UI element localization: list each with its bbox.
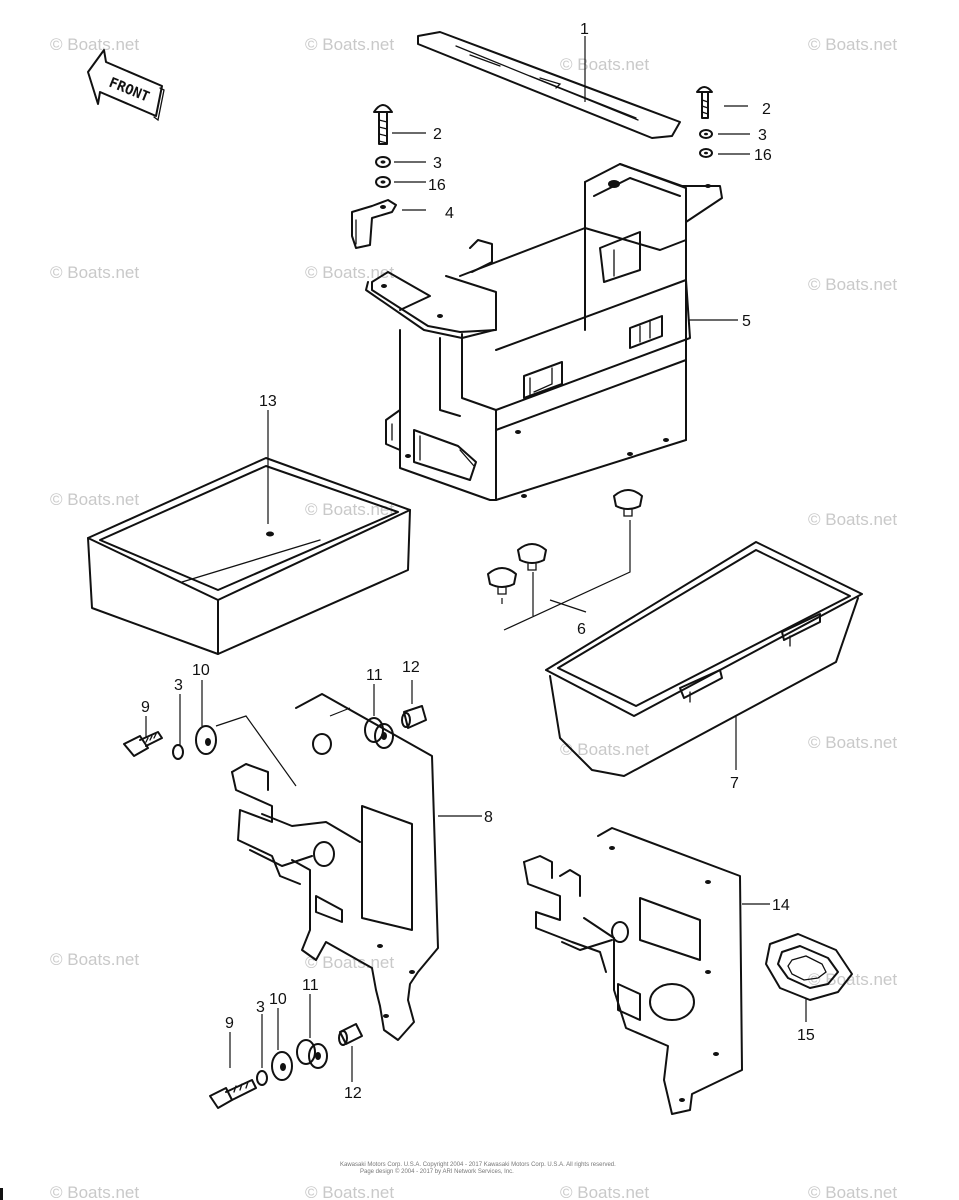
callout-3: 3: [256, 999, 265, 1016]
callout-7: 7: [730, 775, 739, 792]
collar-12-upper: [401, 705, 427, 729]
washer-3-right: [699, 129, 713, 139]
part-1-strap: [417, 31, 681, 139]
callout-3: 3: [758, 127, 767, 144]
washer-3-upper: [172, 744, 184, 760]
washer-10-upper: [195, 725, 217, 755]
collar-12-lower: [338, 1023, 363, 1046]
part-5-battery-case: [365, 163, 723, 501]
watermark: © Boats.net: [808, 1183, 897, 1200]
grommet-11-lower: [296, 1039, 328, 1069]
callout-16: 16: [754, 147, 772, 164]
watermark: © Boats.net: [305, 1183, 394, 1200]
callout-8: 8: [484, 809, 493, 826]
callout-11: 11: [366, 667, 383, 684]
callout-16: 16: [428, 177, 446, 194]
callout-14: 14: [772, 897, 790, 914]
watermark: © Boats.net: [50, 950, 139, 969]
watermark-layer: © Boats.net © Boats.net © Boats.net © Bo…: [50, 35, 897, 1200]
callout-9: 9: [225, 1015, 234, 1032]
callout-13: 13: [259, 393, 277, 410]
part-6-caps: [487, 489, 643, 631]
callout-3: 3: [174, 677, 183, 694]
copyright-footer: Kawasaki Motors Corp. U.S.A. Copyright 2…: [340, 1162, 616, 1175]
watermark: © Boats.net: [50, 35, 139, 54]
callout-11: 11: [302, 977, 319, 994]
watermark: © Boats.net: [808, 510, 897, 529]
callout-5: 5: [742, 313, 751, 330]
washer-3-left: [375, 156, 391, 168]
callout-numbers: 1 2 3 16 2 3 16 4 5 13 6 7 8 9 3 10 11 1…: [141, 21, 815, 1102]
callout-2: 2: [762, 101, 771, 118]
bolt-2-right: [696, 86, 713, 119]
washer-16-left: [375, 176, 391, 188]
watermark: © Boats.net: [50, 1183, 139, 1200]
watermark: © Boats.net: [808, 35, 897, 54]
front-arrow-icon: FRONT: [87, 49, 165, 122]
watermark: © Boats.net: [305, 35, 394, 54]
part-7-tray: [545, 541, 863, 777]
washer-10-lower: [271, 1051, 293, 1081]
callout-leaders: [145, 36, 807, 1082]
grommet-11-upper: [364, 717, 394, 749]
footer-line-1: Kawasaki Motors Corp. U.S.A. Copyright 2…: [340, 1162, 616, 1168]
watermark: © Boats.net: [305, 263, 394, 282]
watermark: © Boats.net: [808, 970, 897, 989]
bolt-9-upper: [123, 731, 163, 757]
callout-2: 2: [433, 126, 442, 143]
callout-3: 3: [433, 155, 442, 172]
callout-10: 10: [192, 662, 210, 679]
callout-9: 9: [141, 699, 150, 716]
part-14-plate: [523, 827, 743, 1115]
callout-4: 4: [445, 205, 454, 222]
washer-3-lower: [256, 1070, 268, 1086]
washer-16-right: [699, 148, 713, 158]
watermark: © Boats.net: [50, 263, 139, 282]
watermark: © Boats.net: [808, 733, 897, 752]
callout-10: 10: [269, 991, 287, 1008]
callout-12: 12: [344, 1085, 362, 1102]
callout-1: 1: [580, 21, 589, 38]
leader-line: [215, 715, 297, 787]
callout-15: 15: [797, 1027, 815, 1044]
edge-mark: [0, 1188, 3, 1200]
part-13-tray: [87, 457, 411, 655]
part-8-plate: [231, 693, 439, 1041]
watermark: © Boats.net: [560, 55, 649, 74]
watermark: © Boats.net: [50, 490, 139, 509]
watermark: © Boats.net: [560, 1183, 649, 1200]
part-4-bracket: [351, 199, 397, 249]
callout-12: 12: [402, 659, 420, 676]
bolt-9-lower: [209, 1079, 257, 1109]
footer-line-2: Page design © 2004 - 2017 by ARI Network…: [360, 1168, 514, 1175]
part-15-grommet: [765, 933, 853, 1001]
callout-6: 6: [577, 621, 586, 638]
watermark: © Boats.net: [560, 740, 649, 759]
watermark: © Boats.net: [808, 275, 897, 294]
watermark: © Boats.net: [305, 500, 394, 519]
bolt-2-left: [373, 104, 393, 145]
